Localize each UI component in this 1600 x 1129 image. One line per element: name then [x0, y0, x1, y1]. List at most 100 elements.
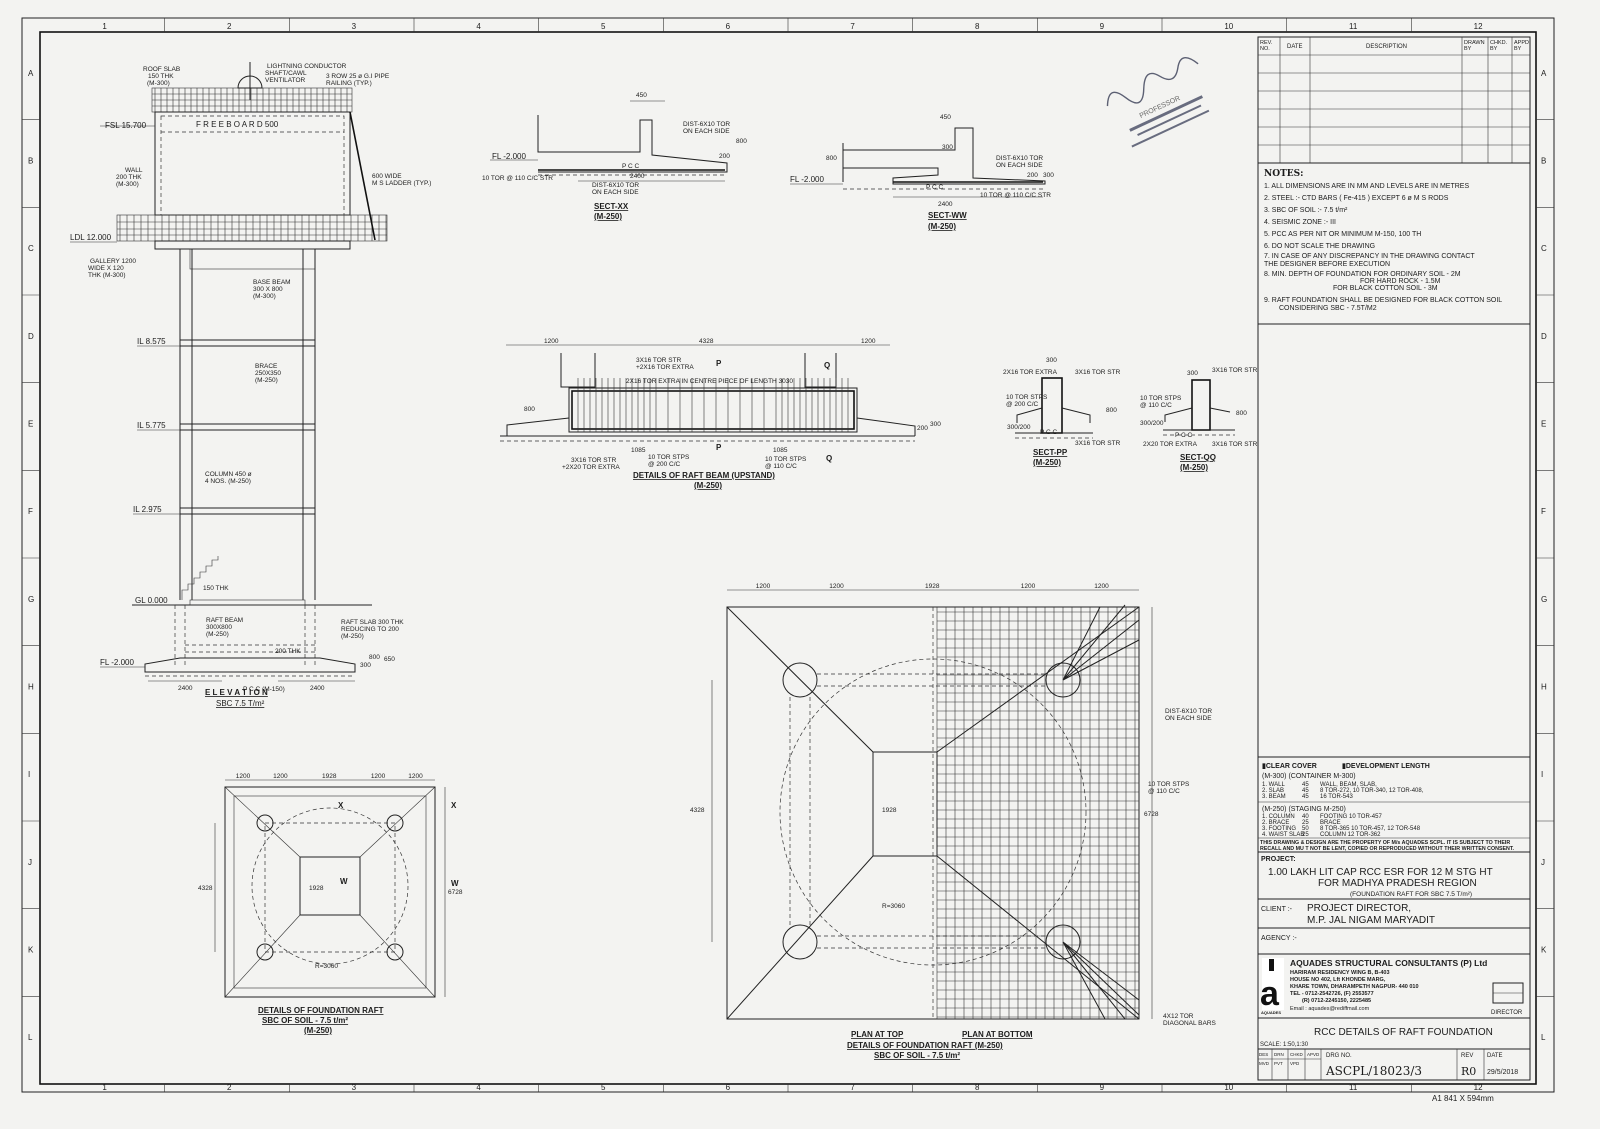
- cover-value: 45: [1302, 788, 1309, 794]
- project-line-3: (FOUNDATION RAFT FOR SBC 7.5 T/m²): [1350, 891, 1472, 898]
- label-stirrups: 10 TOR STPS: [765, 456, 807, 463]
- label-ladder: 600 WIDE: [372, 173, 402, 180]
- label-stirrups: 10 TOR STPS: [1148, 781, 1190, 788]
- cover-value: 45: [1302, 782, 1309, 788]
- label-radius: R=3060: [882, 903, 905, 910]
- label-pcc: P C C (M-150): [243, 686, 285, 693]
- grid-row-label: F: [28, 507, 33, 516]
- cover-m300: (M-300) (CONTAINER M-300): [1262, 773, 1356, 780]
- label-roof-slab: 150 THK: [148, 73, 174, 80]
- label-diagonal-bars: DIAGONAL BARS: [1163, 1020, 1217, 1027]
- label-dist: ON EACH SIDE: [683, 128, 730, 135]
- label-wall: 200 THK: [116, 174, 142, 181]
- label-diagonal-bars: 4X12 TOR: [1163, 1013, 1194, 1020]
- label-dist: DIST-6X10 TOR: [683, 121, 730, 128]
- label-ventilator: SHAFT/CAWL: [265, 70, 307, 77]
- braces: [179, 339, 316, 515]
- section-mark-p: P: [716, 359, 722, 368]
- label-bottom: 3X16 TOR STR: [1212, 441, 1258, 448]
- dim-label: 1200: [408, 773, 423, 780]
- dim-800: 800: [736, 138, 747, 145]
- grid-col-label: 5: [601, 1083, 606, 1092]
- grid-row-label: E: [28, 420, 33, 429]
- grid-row-label: J: [1541, 858, 1545, 867]
- label-stirrups: 10 TOR @ 110 C/C STR: [482, 175, 553, 182]
- role: DRN: [1274, 1052, 1284, 1057]
- grid-col-label: 1: [102, 22, 107, 31]
- company-address: HARIRAM RESIDENCY WING B, B-403: [1290, 970, 1390, 976]
- grid-col-label: 7: [850, 22, 855, 31]
- company-email[interactable]: Email : aquades@rediffmail.com: [1290, 1006, 1370, 1012]
- dim-800: 800: [369, 654, 380, 661]
- rev-header-part: DRAWN: [1464, 40, 1485, 46]
- level-fl: FL -2.000: [790, 175, 824, 184]
- company-name: AQUADES STRUCTURAL CONSULTANTS (P) Ltd: [1290, 958, 1487, 968]
- dim-label: 1200: [756, 583, 771, 590]
- company-block: a AQUADES AQUADES STRUCTURAL CONSULTANTS…: [1260, 958, 1524, 1016]
- cover-value: 45: [1302, 794, 1309, 800]
- company-logo: a: [1260, 975, 1280, 1013]
- role: DES: [1259, 1052, 1268, 1057]
- grid-row-label: D: [1541, 332, 1547, 341]
- role: APVD: [1307, 1052, 1320, 1057]
- label-stirrups: 10 TOR STPS: [1006, 394, 1048, 401]
- dim-label: 1200: [829, 583, 844, 590]
- label-gallery: THK (M-300): [88, 272, 126, 279]
- ladder: [349, 111, 376, 241]
- signature: [1106, 57, 1199, 107]
- stirrups: [577, 378, 849, 432]
- dim-4328: 4328: [690, 807, 705, 814]
- grid-row-label: A: [1541, 69, 1547, 78]
- role: CHKD: [1290, 1052, 1304, 1057]
- label-railing: RAILING (TYP.): [326, 80, 372, 87]
- property-notice: THIS DRAWING & DESIGN ARE THE PROPERTY O…: [1260, 840, 1510, 846]
- dim-1200: 1200: [861, 338, 876, 345]
- section-mark-p: P: [716, 443, 722, 452]
- plan-at-top-label: PLAN AT TOP: [851, 1030, 904, 1039]
- raft-outline: [224, 786, 436, 998]
- rev-label: REV: [1461, 1053, 1473, 1059]
- section-mark-w: W: [340, 877, 348, 886]
- company-address: HOUSE NO 402, Lft KHONDE MARG,: [1290, 977, 1386, 983]
- label-str: 3X16 TOR STR: [1075, 369, 1121, 376]
- raft-beam-hidden: [174, 605, 316, 665]
- elevation-title: E L E V A T I O N: [205, 688, 268, 697]
- dim-300: 300: [1046, 357, 1057, 364]
- level-il-2: IL 5.775: [137, 421, 166, 430]
- grid-row-label: K: [28, 946, 34, 955]
- dim-6728: 6728: [448, 889, 463, 896]
- dim-label: 1200: [1021, 583, 1036, 590]
- label-raft-slab: (M-250): [341, 633, 364, 640]
- cover-item: 3. BEAM: [1262, 794, 1286, 800]
- rev-header: CHKD.BY: [1490, 40, 1508, 52]
- section-mark-q: Q: [824, 361, 830, 370]
- grid-col-label: 2: [227, 1083, 232, 1092]
- director-label: DIRECTOR: [1491, 1010, 1523, 1016]
- development-length-heading: ▮DEVELOPMENT LENGTH: [1342, 763, 1430, 770]
- section-outline: [537, 115, 728, 173]
- raft-beam-detail: 1200 4328 1200 3X16 TOR STR +2X16 TOR EX…: [500, 338, 941, 490]
- label-base-beam: BASE BEAM: [253, 279, 291, 286]
- label-stair-thk: 150 THK: [203, 585, 229, 592]
- dim-label: 1200: [371, 773, 386, 780]
- raft-slope: [1016, 407, 1091, 423]
- column: [782, 924, 818, 960]
- label-dist: DIST-6X10 TOR: [592, 182, 639, 189]
- dim-label: 1200: [273, 773, 288, 780]
- rev-header: REV.NO.: [1260, 40, 1273, 52]
- rev-header-part: CHKD.: [1490, 40, 1508, 46]
- label-centre-extra: 2X16 TOR EXTRA IN CENTRE PIECE OF LENGTH…: [626, 378, 793, 385]
- grid-col-label: 3: [352, 22, 357, 31]
- column: [1045, 662, 1081, 698]
- raft-slope: [506, 417, 916, 436]
- label-base-beam: 300 X 800: [253, 286, 283, 293]
- grid-col-label: 8: [975, 22, 980, 31]
- grid-col-label: 4: [476, 22, 481, 31]
- dim-200: 200: [719, 153, 730, 160]
- dim-2400: 2400: [630, 173, 645, 180]
